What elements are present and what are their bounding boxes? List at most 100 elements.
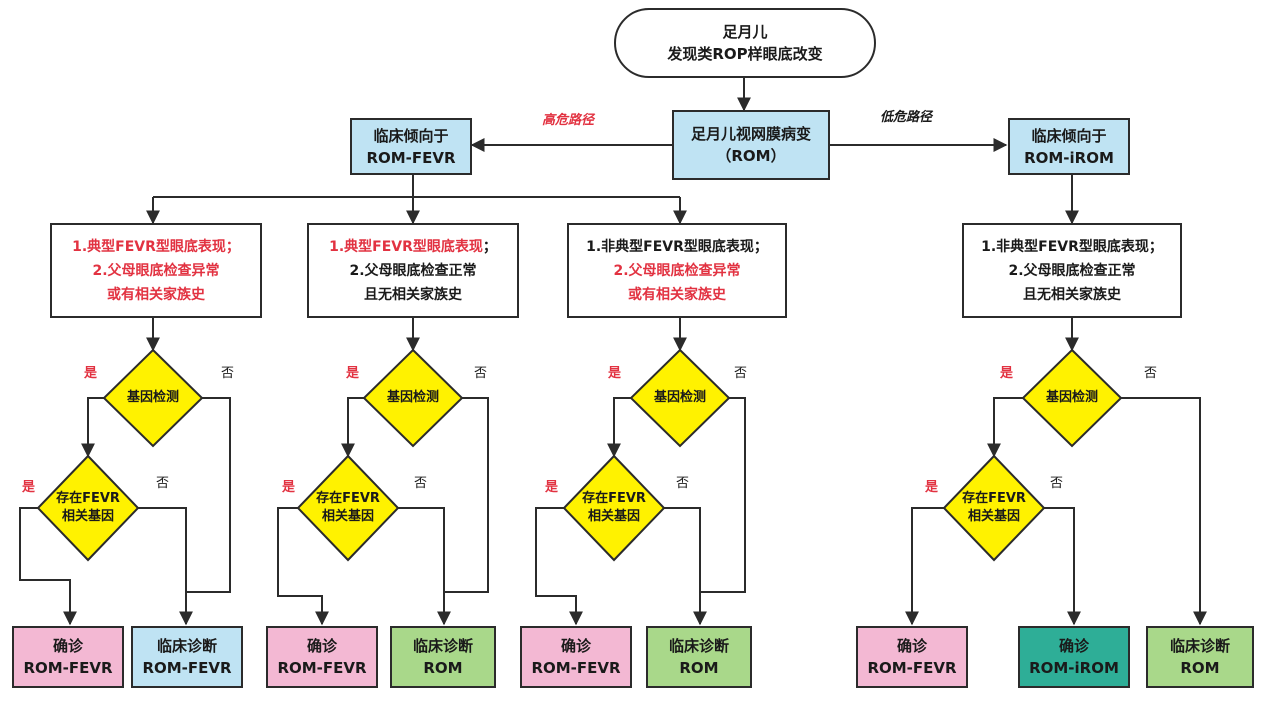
fevr-gene-diamond — [942, 454, 1046, 562]
outcome-title: 临床诊断 — [668, 637, 729, 655]
outcome-confirm-rom-fevr: 确诊 ROM-FEVR — [12, 626, 124, 688]
yes-label: 是 — [22, 480, 36, 495]
yes-label: 是 — [1000, 366, 1014, 381]
cond3-line2: 2.父母眼底检查异常 — [613, 262, 741, 279]
start-node: 足月儿 发现类ROP样眼底改变 — [614, 8, 876, 78]
outcome-title: 确诊 — [896, 637, 927, 655]
cond1-line3: 或有相关家族史 — [107, 286, 205, 303]
no-label: 否 — [734, 366, 748, 381]
condition-box-3: 1.非典型FEVR型眼底表现； 2.父母眼底检查异常 或有相关家族史 — [567, 223, 787, 318]
outcome-clinical-rom: 临床诊断 ROM — [646, 626, 752, 688]
cond2-line2: 2.父母眼底检查正常 — [349, 262, 477, 279]
fevr-gene-line1: 存在FEVR — [962, 491, 1026, 506]
rom-line2: （ROM） — [716, 147, 786, 165]
outcome-title: 确诊 — [560, 637, 591, 655]
outcome-clinical-rom: 临床诊断 ROM — [390, 626, 496, 688]
outcome-title: 临床诊断 — [156, 637, 217, 655]
outcome-value: ROM-FEVR — [142, 659, 232, 677]
start-line1: 足月儿 — [722, 23, 768, 41]
condition-box-2: 1.典型FEVR型眼底表现； 2.父母眼底检查正常 且无相关家族史 — [307, 223, 519, 318]
condition-box-4: 1.非典型FEVR型眼底表现； 2.父母眼底检查正常 且无相关家族史 — [962, 223, 1182, 318]
cond2-line3: 且无相关家族史 — [364, 286, 462, 303]
outcome-title: 确诊 — [1058, 637, 1089, 655]
cond1-line2: 2.父母眼底检查异常 — [92, 262, 220, 279]
fevr-gene-line2: 相关基因 — [321, 509, 374, 524]
fevr-gene-line2: 相关基因 — [61, 509, 114, 524]
outcome-clinical-rom-fevr: 临床诊断 ROM-FEVR — [131, 626, 243, 688]
fevr-gene-line1: 存在FEVR — [56, 491, 120, 506]
outcome-title: 临床诊断 — [1169, 637, 1230, 655]
no-label: 否 — [414, 476, 428, 491]
lean-right-line1: 临床倾向于 — [1031, 126, 1107, 145]
fevr-gene-line2: 相关基因 — [587, 509, 640, 524]
outcome-confirm-rom-fevr: 确诊 ROM-FEVR — [266, 626, 378, 688]
lean-right-line2: ROM-iROM — [1024, 148, 1114, 167]
gene-test-diamond — [362, 348, 464, 448]
gene-test-diamond — [102, 348, 204, 448]
yes-label: 是 — [545, 480, 559, 495]
outcome-title: 确诊 — [52, 637, 83, 655]
outcome-confirm-rom-fevr: 确诊 ROM-FEVR — [520, 626, 632, 688]
outcome-title: 确诊 — [306, 637, 337, 655]
cond3-line3: 或有相关家族史 — [628, 286, 726, 303]
cond2-line1: 1.典型FEVR型眼底表现 — [329, 238, 483, 255]
outcome-clinical-rom: 临床诊断 ROM — [1146, 626, 1254, 688]
rom-node: 足月儿视网膜病变 （ROM） — [672, 110, 830, 180]
fevr-gene-line1: 存在FEVR — [316, 491, 380, 506]
outcome-value: ROM — [1180, 659, 1220, 677]
high-risk-path-label: 高危路径 — [542, 113, 595, 128]
gene-test-label: 基因检测 — [386, 390, 439, 405]
no-label: 否 — [221, 366, 235, 381]
gene-test-label: 基因检测 — [653, 390, 706, 405]
cond4-line1: 1.非典型FEVR型眼底表现； — [981, 238, 1163, 255]
rom-line1: 足月儿视网膜病变 — [690, 125, 811, 143]
no-label: 否 — [1144, 366, 1158, 381]
low-risk-path-label: 低危路径 — [880, 110, 933, 125]
lean-rom-fevr-node: 临床倾向于 ROM-FEVR — [350, 118, 472, 175]
no-label: 否 — [474, 366, 488, 381]
cond3-line1: 1.非典型FEVR型眼底表现； — [586, 238, 768, 255]
outcome-value: ROM-FEVR — [531, 659, 621, 677]
fevr-gene-label: 存在FEVR 相关基因 — [954, 490, 1034, 526]
cond4-line3: 且无相关家族史 — [1023, 286, 1121, 303]
gene-test-label: 基因检测 — [126, 390, 179, 405]
start-line2: 发现类ROP样眼底改变 — [667, 45, 823, 63]
outcome-value: ROM-FEVR — [277, 659, 367, 677]
condition-box-1: 1.典型FEVR型眼底表现； 2.父母眼底检查异常 或有相关家族史 — [50, 223, 262, 318]
lean-left-line2: ROM-FEVR — [366, 148, 456, 167]
fevr-gene-line2: 相关基因 — [967, 509, 1020, 524]
yes-label: 是 — [282, 480, 296, 495]
yes-label: 是 — [84, 366, 98, 381]
no-label: 否 — [676, 476, 690, 491]
fevr-gene-diamond — [36, 454, 140, 562]
outcome-value: ROM-iROM — [1029, 659, 1119, 677]
gene-test-diamond — [1021, 348, 1123, 448]
outcome-confirm-rom-fevr: 确诊 ROM-FEVR — [856, 626, 968, 688]
lean-rom-irom-node: 临床倾向于 ROM-iROM — [1008, 118, 1130, 175]
fevr-gene-label: 存在FEVR 相关基因 — [308, 490, 388, 526]
outcome-value: ROM — [423, 659, 463, 677]
yes-label: 是 — [925, 480, 939, 495]
yes-label: 是 — [608, 366, 622, 381]
gene-test-label: 基因检测 — [1045, 390, 1098, 405]
fevr-gene-line1: 存在FEVR — [582, 491, 646, 506]
yes-label: 是 — [346, 366, 360, 381]
cond1-line1: 1.典型FEVR型眼底表现； — [72, 238, 240, 255]
gene-test-diamond — [629, 348, 731, 448]
outcome-value: ROM — [679, 659, 719, 677]
fevr-gene-diamond — [562, 454, 666, 562]
outcome-confirm-rom-irom: 确诊 ROM-iROM — [1018, 626, 1130, 688]
cond2-line1-wrap: 1.典型FEVR型眼底表现； — [329, 235, 497, 259]
no-label: 否 — [1050, 476, 1064, 491]
outcome-value: ROM-FEVR — [23, 659, 113, 677]
lean-left-line1: 临床倾向于 — [373, 126, 449, 145]
outcome-value: ROM-FEVR — [867, 659, 957, 677]
fevr-gene-label: 存在FEVR 相关基因 — [48, 490, 128, 526]
no-label: 否 — [156, 476, 170, 491]
cond4-line2: 2.父母眼底检查正常 — [1008, 262, 1136, 279]
cond2-line1-suffix: ； — [482, 238, 497, 255]
outcome-title: 临床诊断 — [412, 637, 473, 655]
fevr-gene-diamond — [296, 454, 400, 562]
fevr-gene-label: 存在FEVR 相关基因 — [574, 490, 654, 526]
